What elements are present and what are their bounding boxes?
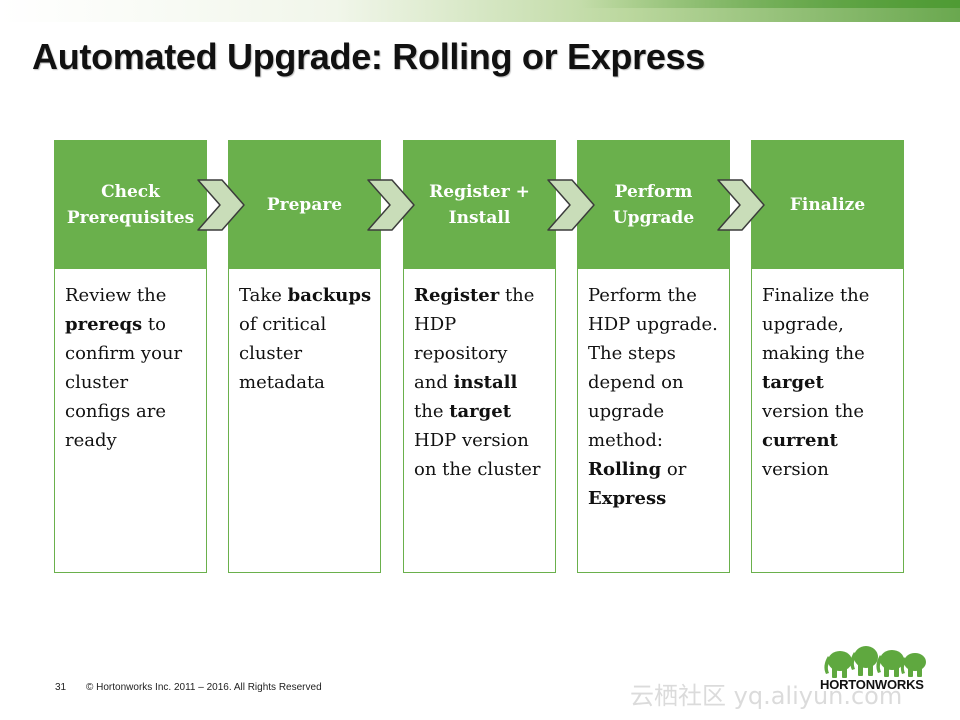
step-description: Register the HDP repository and install … [403,268,556,573]
step-perform-upgrade: Perform Upgrade Perform the HDP upgrade.… [577,140,730,573]
step-finalize: Finalize Finalize the upgrade, making th… [751,140,904,573]
step-header: Register + Install [403,140,556,270]
step-description: Take backups of critical cluster metadat… [228,268,381,573]
step-description: Review the prereqs to confirm your clust… [54,268,207,573]
slide-title: Automated Upgrade: Rolling or Express [32,36,705,77]
company-logo-text: HORTONWORKS [820,677,924,692]
watermark-text: 云栖社区 yq.aliyun.com [630,682,903,710]
chevron-right-icon [717,179,765,231]
elephant-logo-icon [824,646,926,678]
page-number: 31 [55,682,67,693]
chevron-right-icon [547,179,595,231]
step-prepare: Prepare Take backups of critical cluster… [228,140,381,573]
step-header: Perform Upgrade [577,140,730,270]
top-banner-stripe [580,0,960,8]
step-header: Finalize [751,140,904,270]
step-check-prerequisites: Check Prerequisites Review the prereqs t… [54,140,207,573]
copyright-notice: © Hortonworks Inc. 2011 – 2016. All Righ… [86,682,322,693]
top-banner [0,0,960,22]
step-description: Finalize the upgrade, making the target … [751,268,904,573]
chevron-right-icon [197,179,245,231]
step-register-install: Register + Install Register the HDP repo… [403,140,556,573]
step-header: Check Prerequisites [54,140,207,270]
step-description: Perform the HDP upgrade. The steps depen… [577,268,730,573]
step-header: Prepare [228,140,381,270]
chevron-right-icon [367,179,415,231]
